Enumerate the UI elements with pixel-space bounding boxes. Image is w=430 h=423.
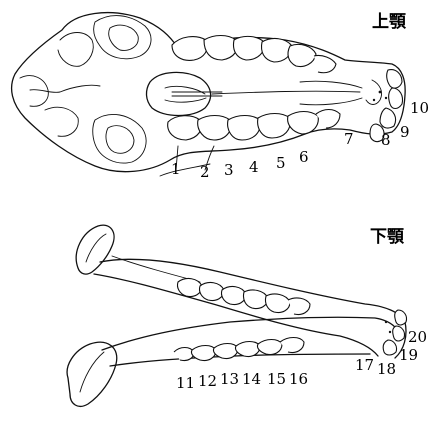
lower-label-14: 14	[242, 370, 261, 388]
upper-label-1: 1	[171, 160, 181, 178]
lower-label-20: 20	[408, 328, 427, 346]
upper-label-8: 8	[381, 131, 391, 149]
lower-label-12: 12	[198, 372, 217, 390]
lower-label-19: 19	[399, 346, 418, 364]
upper-label-2: 2	[200, 163, 210, 181]
upper-jaw-title: 上顎	[372, 12, 407, 32]
lower-tooth-labels: 11 12 13 14 15 16 17 18 19 20	[176, 328, 427, 392]
upper-label-4: 4	[249, 158, 259, 176]
lower-label-18: 18	[377, 360, 396, 378]
lower-label-13: 13	[220, 370, 239, 388]
upper-tooth-row-top	[172, 36, 336, 73]
lower-label-17: 17	[355, 356, 374, 374]
upper-label-7: 7	[344, 130, 354, 148]
upper-label-3: 3	[224, 161, 234, 179]
lower-label-11: 11	[176, 374, 195, 392]
upper-label-9: 9	[400, 123, 410, 141]
upper-label-6: 6	[299, 148, 309, 166]
lower-label-15: 15	[267, 370, 286, 388]
upper-label-5: 5	[276, 154, 286, 172]
lower-jaw-title: 下顎	[370, 227, 405, 247]
lower-label-16: 16	[289, 370, 308, 388]
upper-label-10: 10	[410, 99, 429, 117]
